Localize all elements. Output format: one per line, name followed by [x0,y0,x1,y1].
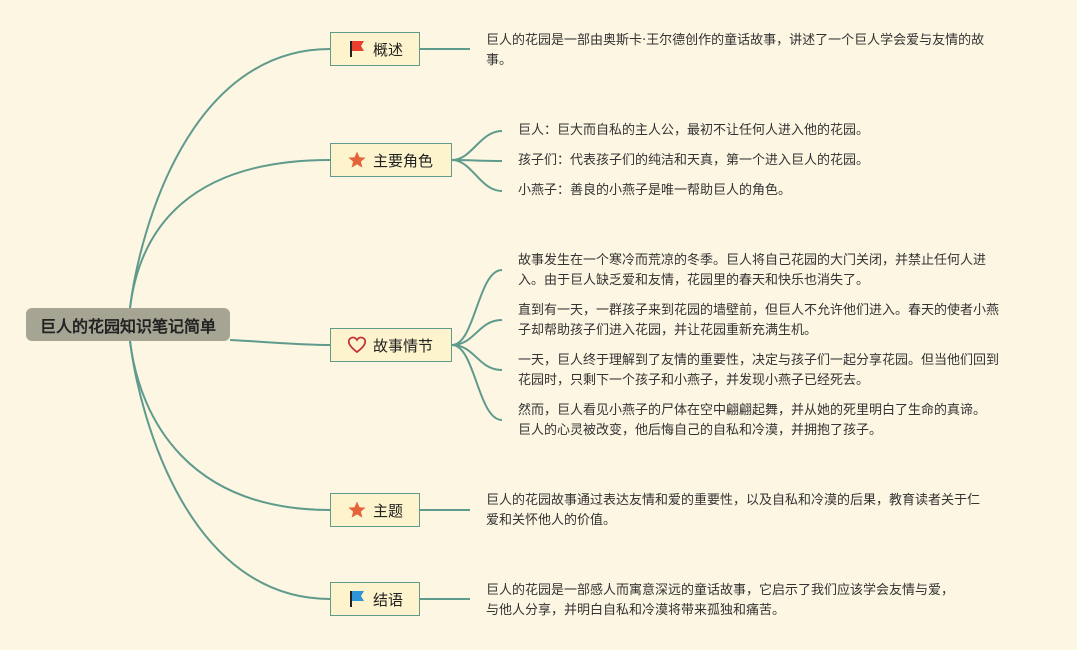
topic-label: 结语 [373,590,404,609]
topic-plot[interactable]: 故事情节 [330,328,452,362]
connector-characters-leaf-2 [451,159,503,192]
leaf-plot-1: 直到有一天，一群孩子来到花园的墙壁前，但巨人不允许他们进入。春天的使者小燕子却帮… [518,303,1000,338]
connector-root-overview [129,48,331,309]
star-icon [347,500,367,520]
heart-icon [347,335,367,355]
connector-root-theme [129,340,331,511]
topic-label: 主题 [373,501,404,520]
connector-root-characters [129,159,331,309]
connector-plot-leaf-0 [451,269,503,346]
topic-label: 故事情节 [373,336,434,355]
connector-root-conclusion [129,340,331,600]
red-flag-icon [347,39,367,59]
leaf-conclusion-0: 巨人的花园是一部感人而寓意深远的童话故事，它启示了我们应该学会友情与爱，与他人分… [486,583,955,618]
topic-theme[interactable]: 主题 [330,493,420,527]
root-topic[interactable]: 巨人的花园知识笔记简单 [26,308,230,341]
connector-characters-leaf-0 [451,130,503,161]
leaf-plot-0: 故事发生在一个寒冷而荒凉的冬季。巨人将自己花园的大门关闭，并禁止任何人进入。由于… [518,253,987,288]
topic-label: 概述 [373,40,404,59]
leaf-plot-3: 然而，巨人看见小燕子的尸体在空中翩翩起舞，并从她的死里明白了生命的真谛。巨人的心… [518,403,987,438]
topic-characters[interactable]: 主要角色 [330,143,452,177]
blue-flag-icon [347,589,367,609]
star-icon [347,150,367,170]
leaf-characters-1: 孩子们：代表孩子们的纯洁和天真，第一个进入巨人的花园。 [518,153,870,168]
connector-root-plot [229,339,331,346]
leaf-characters-0: 巨人：巨大而自私的主人公，最初不让任何人进入他的花园。 [518,123,870,138]
topic-overview[interactable]: 概述 [330,32,420,66]
leaf-overview-0: 巨人的花园是一部由奥斯卡·王尔德创作的童话故事，讲述了一个巨人学会爱与友情的故事… [486,33,985,68]
leaf-characters-2: 小燕子：善良的小燕子是唯一帮助巨人的角色。 [518,183,792,198]
leaf-theme-0: 巨人的花园故事通过表达友情和爱的重要性，以及自私和冷漠的后果，教育读者关于仁爱和… [486,493,981,528]
connector-plot-leaf-3 [451,344,503,421]
leaf-plot-2: 一天，巨人终于理解到了友情的重要性，决定与孩子们一起分享花园。但当他们回到花园时… [518,353,1000,388]
connector-plot-leaf-1 [451,319,503,346]
topic-conclusion[interactable]: 结语 [330,582,420,616]
topic-label: 主要角色 [373,151,434,170]
